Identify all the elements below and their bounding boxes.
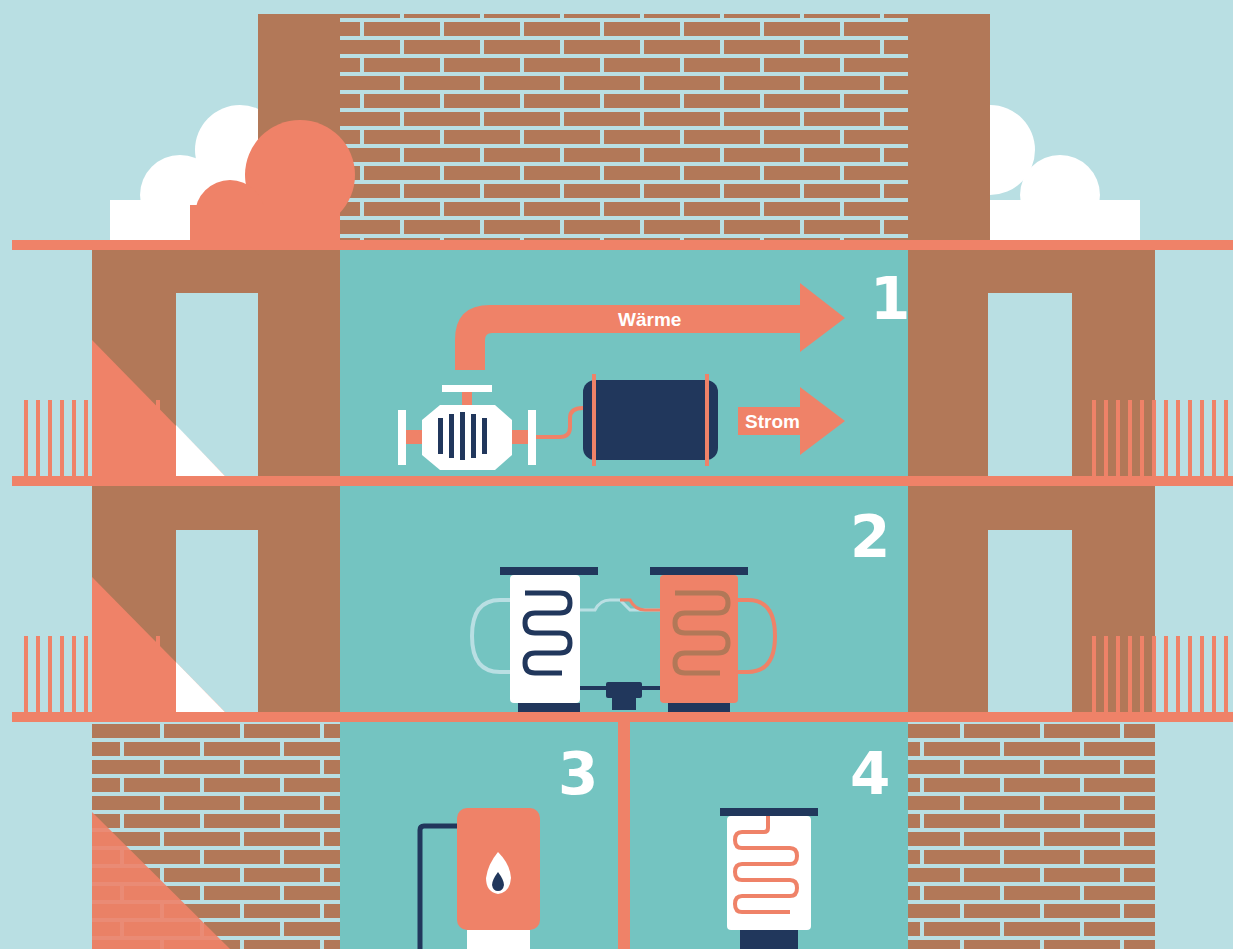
callout-number: 2 [850,508,890,566]
heat-pump [472,567,775,712]
callout-number: 4 [850,745,890,803]
generator-symbol [583,374,718,466]
room [630,722,908,949]
arrow-label: Wärme [618,310,681,329]
callout-number: 1 [870,270,910,328]
turbine-symbol [398,385,583,470]
arrow-label: Strom [745,412,800,431]
room [340,722,618,949]
room [340,250,908,476]
brick-wall [340,14,908,242]
callout-number: 3 [558,745,598,803]
floor-slab [12,240,1233,722]
gas-boiler [420,808,540,949]
cloud [190,120,355,250]
power-arrow [738,387,845,455]
brick-wall [908,722,1155,949]
room [340,486,908,712]
storage-tank [720,808,818,949]
heat-arrow [455,283,845,370]
brick-wall [92,722,340,949]
